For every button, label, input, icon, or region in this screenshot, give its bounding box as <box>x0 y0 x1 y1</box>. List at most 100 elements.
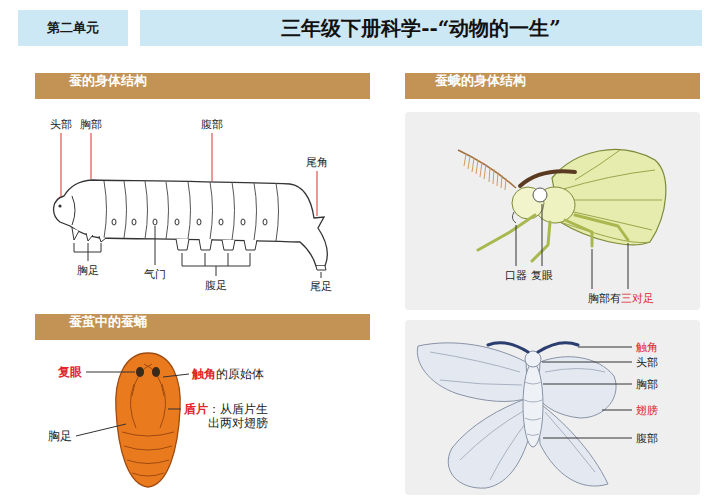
leader-line <box>543 384 632 385</box>
title-band: 三年级下册科学--“动物的一生” <box>140 10 702 46</box>
proleg <box>244 240 257 250</box>
spiracle <box>241 219 245 225</box>
moth-head <box>525 351 541 367</box>
segment-line <box>104 181 107 238</box>
part-label: 腹部 <box>636 432 658 445</box>
bracket <box>74 243 101 261</box>
section-band: 蚕蛾的身体结构 <box>405 73 700 99</box>
pupa <box>116 353 180 487</box>
section-band: 蚕茧中的蚕蛹 <box>35 314 370 340</box>
pupa-outline <box>116 353 180 487</box>
proleg <box>222 240 235 250</box>
wing <box>417 343 528 402</box>
part-label: 触角 <box>636 341 658 354</box>
part-label: 触角 <box>192 367 216 381</box>
leader-line <box>542 362 632 363</box>
wing-vein <box>430 352 605 480</box>
part-label: 腹部 <box>201 118 223 131</box>
proleg <box>176 239 189 250</box>
part-label: 尾角 <box>306 156 328 169</box>
silkworm-outline <box>54 180 328 266</box>
section-title: 蚕的身体结构 <box>69 73 147 89</box>
proleg <box>199 239 212 250</box>
part-label: 胸足 <box>77 264 99 277</box>
segment-line <box>188 182 191 239</box>
section-title: 蚕茧中的蚕蛹 <box>69 314 147 330</box>
spiracle <box>132 219 136 225</box>
thoracic-leg <box>72 228 79 240</box>
antenna <box>458 150 516 188</box>
moth-top-panel <box>405 320 700 495</box>
section-band: 蚕的身体结构 <box>35 73 370 99</box>
thoracic-leg <box>99 236 106 242</box>
leader-line <box>163 374 189 377</box>
leader-line <box>592 249 593 289</box>
unit-label: 第二单元 <box>47 20 99 36</box>
mouthpart <box>512 212 516 223</box>
wing-vein <box>560 150 662 243</box>
segment-line <box>254 183 257 240</box>
thoracic-leg <box>86 233 93 241</box>
moth-side-panel <box>405 112 700 310</box>
leader-line <box>543 438 632 439</box>
leader-line <box>86 372 135 373</box>
silkworm-eye <box>58 204 61 207</box>
leader-line <box>212 133 213 181</box>
spiracle <box>219 219 223 225</box>
wing-pad <box>130 384 165 428</box>
part-label: 翅膀 <box>636 404 658 417</box>
pupa-eye <box>136 367 144 377</box>
part-label: 胸足 <box>48 429 72 443</box>
segment-line <box>210 182 213 239</box>
moth-top-leaders <box>542 347 632 438</box>
leader-line <box>516 225 517 266</box>
part-label: 尾足 <box>310 280 332 293</box>
silkworm-leaders <box>61 133 321 278</box>
part-label: 腹足 <box>205 279 227 292</box>
leader-line <box>168 409 181 410</box>
segment-line <box>72 196 75 225</box>
pupa-antenna <box>132 364 164 396</box>
part-label: 复眼 <box>531 269 553 282</box>
section-title: 蚕蛾的身体结构 <box>435 73 526 89</box>
part-label: 胸部 <box>80 118 102 131</box>
spiracle <box>197 219 201 225</box>
spiracle <box>175 219 179 225</box>
segment-line <box>276 183 279 241</box>
wing <box>538 357 616 418</box>
moth-legs <box>478 215 628 261</box>
part-label: 复眼 <box>58 365 82 379</box>
part-label: ：从盾片生出两对翅膀 <box>208 402 272 430</box>
pupa-leaders <box>76 372 189 436</box>
silkworm <box>54 180 328 270</box>
part-label: 三对足 <box>621 292 654 305</box>
moth-side <box>458 150 666 261</box>
leader-line <box>317 171 318 216</box>
spiracle <box>263 219 267 225</box>
pupa-eye <box>152 367 160 377</box>
part-label: 头部 <box>636 356 658 369</box>
antenna <box>488 343 578 352</box>
part-label: 胸部有 <box>588 292 621 305</box>
wing <box>448 398 531 488</box>
pupa-segment <box>122 432 174 476</box>
leader-line <box>578 347 632 348</box>
segment-line <box>124 181 127 238</box>
title-text: 三年级下册科学--“动物的一生” <box>281 15 561 42</box>
bracket <box>182 253 250 276</box>
unit-box: 第二单元 <box>18 10 128 46</box>
part-label: 气门 <box>144 268 166 281</box>
leader-line <box>321 272 322 278</box>
body-segment <box>524 382 542 436</box>
spiracle <box>153 219 157 225</box>
part-label: 口器 <box>505 269 527 282</box>
leader-line <box>61 133 62 197</box>
antenna-feathers <box>464 154 506 190</box>
leader-line <box>155 226 156 265</box>
part-label: 盾片 <box>184 402 208 416</box>
part-label: 的原始体 <box>216 367 264 381</box>
compound-eye <box>533 188 547 202</box>
antenna-dark <box>520 171 575 186</box>
part-label: 胸部 <box>636 378 658 391</box>
